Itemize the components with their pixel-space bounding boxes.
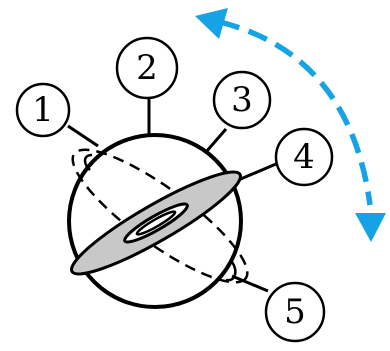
ring-end-bottom xyxy=(225,261,237,282)
callout-5: 5 xyxy=(264,281,326,343)
leader-lines xyxy=(67,98,277,293)
callout-3: 3 xyxy=(212,70,272,130)
arrowhead-top xyxy=(195,8,228,39)
callout-5-label: 5 xyxy=(284,292,306,332)
leader-line-3 xyxy=(204,128,228,153)
callout-3-label: 3 xyxy=(231,80,253,120)
leader-line-5 xyxy=(231,274,269,293)
rotation-arrow-arc xyxy=(219,19,373,206)
arrowhead-bottom xyxy=(355,213,386,242)
ring-end-top xyxy=(83,153,93,171)
ring-visible-ends xyxy=(83,153,237,282)
callout-2-circle xyxy=(115,36,179,100)
grey-disc xyxy=(70,170,242,276)
callout-2: 2 xyxy=(115,36,179,100)
callout-4-label: 4 xyxy=(293,137,315,177)
leader-line-4 xyxy=(235,162,277,183)
callout-1: 1 xyxy=(15,82,71,138)
disc-hub-inner xyxy=(135,210,177,236)
callout-4: 4 xyxy=(274,127,334,187)
leader-line-1 xyxy=(67,124,99,148)
callout-1-label: 1 xyxy=(32,90,54,130)
callout-5-circle xyxy=(264,281,326,343)
callout-4-circle xyxy=(274,127,334,187)
callout-3-circle xyxy=(212,70,272,130)
curved-double-headed-arrow-icon xyxy=(195,8,386,242)
callout-2-label: 2 xyxy=(136,48,158,88)
callout-1-circle xyxy=(15,82,71,138)
